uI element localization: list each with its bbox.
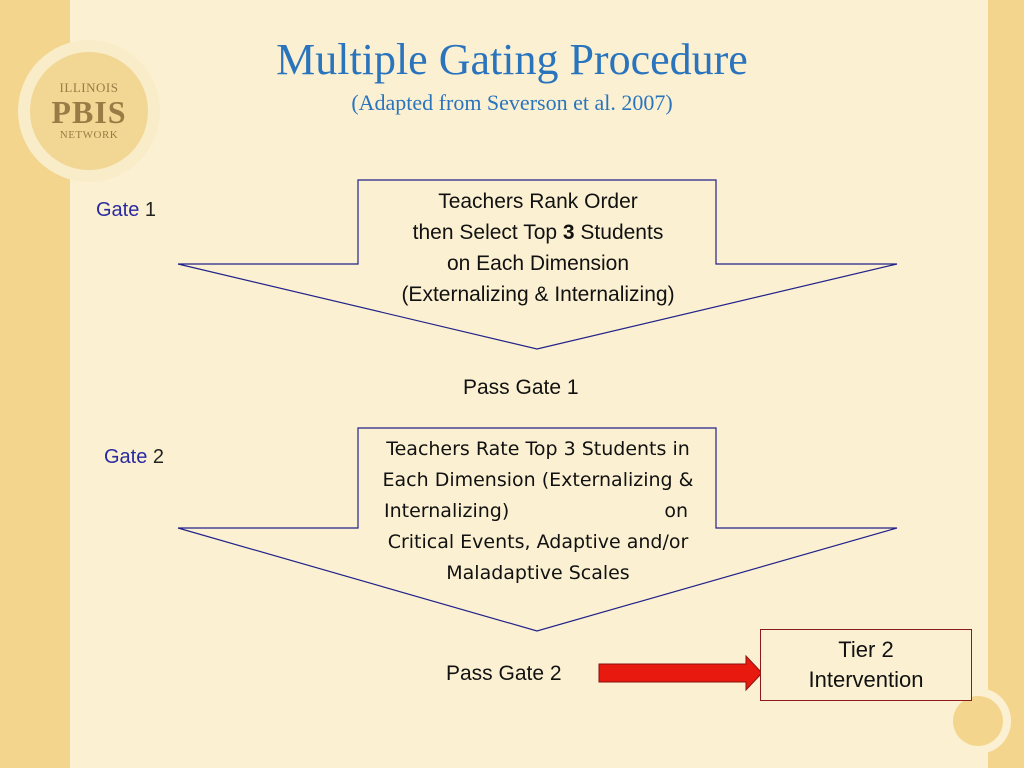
gate-1-label: Gate 1 xyxy=(96,199,156,222)
gate-1-down-arrow xyxy=(177,179,898,350)
gate-1-bold-count: 3 xyxy=(562,221,575,244)
gate-2-line-2: Each Dimension (Externalizing & xyxy=(382,469,694,491)
gate-1-line-2: then Select Top 3 Students xyxy=(412,221,664,244)
gate-1-description: Teachers Rank Order then Select Top 3 St… xyxy=(362,186,714,310)
gate-1-line-4: (Externalizing & Internalizing) xyxy=(401,283,675,306)
gate-2-word: Gate xyxy=(104,446,148,468)
gate-2-line-4: Critical Events, Adaptive and/or xyxy=(387,531,689,553)
slide-subtitle: (Adapted from Severson et al. 2007) xyxy=(351,90,673,115)
gate-1-word: Gate xyxy=(96,199,140,221)
gate-2-line-3: Internalizing)on xyxy=(384,500,688,522)
tier-line-2: Intervention xyxy=(808,667,924,692)
slide-title: Multiple Gating Procedure xyxy=(276,35,748,84)
tier-line-1: Tier 2 xyxy=(838,637,894,662)
gate-2-down-arrow xyxy=(177,427,898,632)
logo-line-2: PBIS xyxy=(51,94,127,130)
gate-1-line-1: Teachers Rank Order xyxy=(438,190,638,213)
gate-2-line-5: Maladaptive Scales xyxy=(446,562,630,584)
illinois-pbis-logo: ILLINOIS PBIS NETWORK xyxy=(30,52,148,170)
pass-gate-2: Pass Gate 2 xyxy=(446,662,562,685)
logo-line-3: NETWORK xyxy=(59,129,119,141)
logo-line-1: ILLINOIS xyxy=(59,80,119,95)
corner-decoration-dot xyxy=(953,696,1003,746)
gate-2-description: Teachers Rate Top 3 Students in Each Dim… xyxy=(362,434,714,589)
gate-2-label: Gate 2 xyxy=(104,446,164,469)
gate-2-number: 2 xyxy=(152,446,165,468)
tier-2-intervention-box: Tier 2 Intervention xyxy=(760,629,972,701)
red-right-arrow xyxy=(598,654,763,692)
pass-gate-1: Pass Gate 1 xyxy=(463,376,579,399)
gate-1-line-3: on Each Dimension xyxy=(446,252,630,275)
gate-1-number: 1 xyxy=(144,199,157,221)
gate-2-line-1: Teachers Rate Top 3 Students in xyxy=(386,438,690,460)
